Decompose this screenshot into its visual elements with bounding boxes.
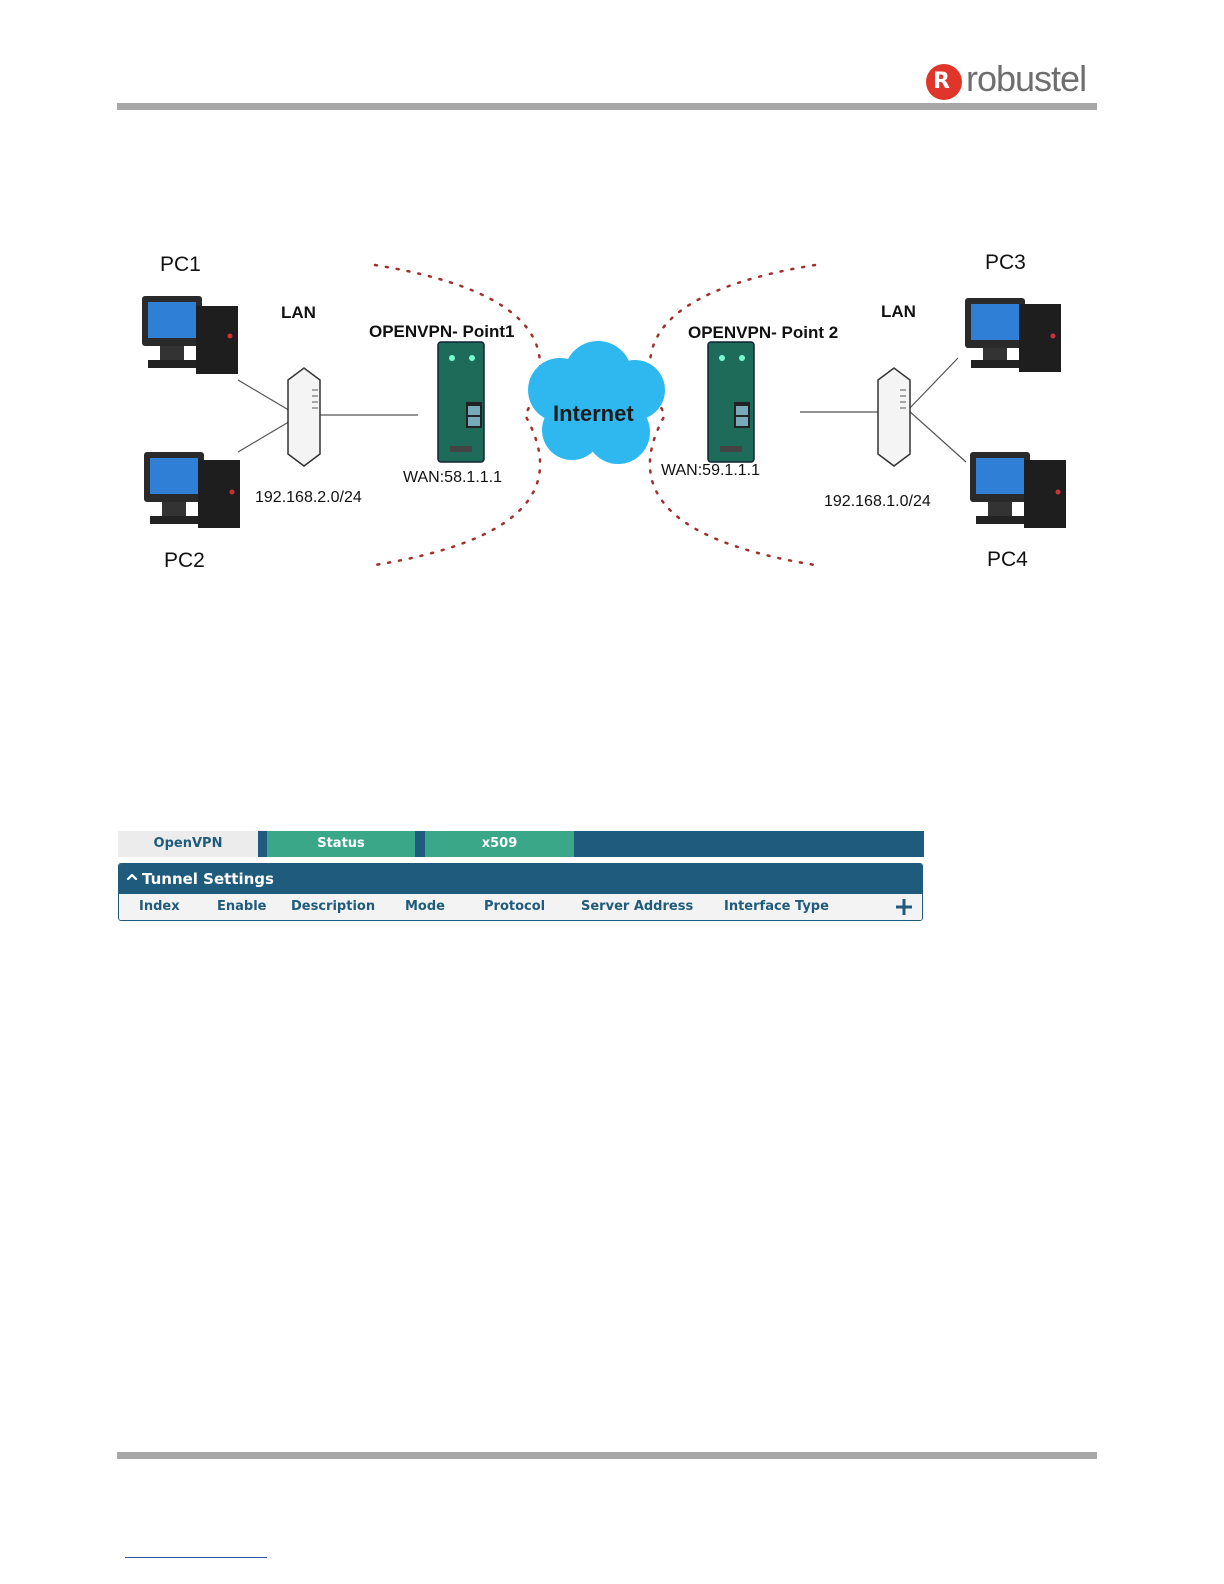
subnet-left-label: 192.168.2.0/24	[255, 489, 362, 507]
openvpn-network-diagram: PC1 PC2 PC3 PC4 LAN LAN OPENVPN- Point1 …	[120, 240, 1100, 590]
router-point1-icon	[438, 342, 484, 462]
switch-right-icon	[878, 368, 910, 466]
tunnel-settings-header[interactable]: Tunnel Settings	[119, 864, 922, 894]
column-description: Description	[291, 899, 375, 914]
pc2-label: PC2	[164, 549, 205, 573]
router-point2-icon	[708, 342, 754, 462]
add-tunnel-button[interactable]	[894, 897, 914, 917]
tab-openvpn[interactable]: OpenVPN	[118, 831, 258, 857]
header-rule	[117, 103, 1097, 110]
column-index: Index	[139, 899, 180, 914]
subnet-right-label: 192.168.1.0/24	[824, 493, 931, 511]
point2-label: OPENVPN- Point 2	[688, 323, 838, 343]
tunnel-table-header: Index Enable Description Mode Protocol S…	[119, 894, 922, 920]
tab-status[interactable]: Status	[267, 831, 415, 857]
tab-x509[interactable]: x509	[425, 831, 574, 857]
pc1-label: PC1	[160, 253, 201, 277]
tunnel-settings-title: Tunnel Settings	[142, 870, 274, 888]
robustel-logo-mark: R	[926, 64, 962, 100]
footer-rule	[117, 1452, 1097, 1459]
wan-right-label: WAN:59.1.1.1	[661, 462, 760, 480]
lan-left-label: LAN	[281, 303, 316, 323]
pc3-label: PC3	[985, 251, 1026, 275]
pc3-icon	[965, 298, 1061, 372]
column-mode: Mode	[405, 899, 445, 914]
robustel-logo: R robustel	[926, 62, 1096, 104]
collapse-caret-icon[interactable]	[125, 870, 139, 884]
column-protocol: Protocol	[484, 899, 545, 914]
pc4-label: PC4	[987, 548, 1028, 572]
wan-left-label: WAN:58.1.1.1	[403, 469, 502, 487]
lan-right-label: LAN	[881, 302, 916, 322]
column-interface-type: Interface Type	[724, 899, 829, 914]
footer-link-underline	[125, 1557, 267, 1558]
pc1-icon	[142, 296, 238, 374]
column-enable: Enable	[217, 899, 267, 914]
switch-left-icon	[288, 368, 320, 466]
pc4-icon	[970, 452, 1066, 528]
internet-label: Internet	[553, 401, 634, 427]
point1-label: OPENVPN- Point1	[369, 322, 514, 342]
column-server-address: Server Address	[581, 899, 693, 914]
robustel-logo-wordmark: robustel	[966, 58, 1086, 100]
vpn-tab-bar: OpenVPN Status x509	[118, 831, 924, 857]
tunnel-settings-panel: Tunnel Settings Index Enable Description…	[118, 863, 923, 921]
pc2-icon	[144, 452, 240, 528]
